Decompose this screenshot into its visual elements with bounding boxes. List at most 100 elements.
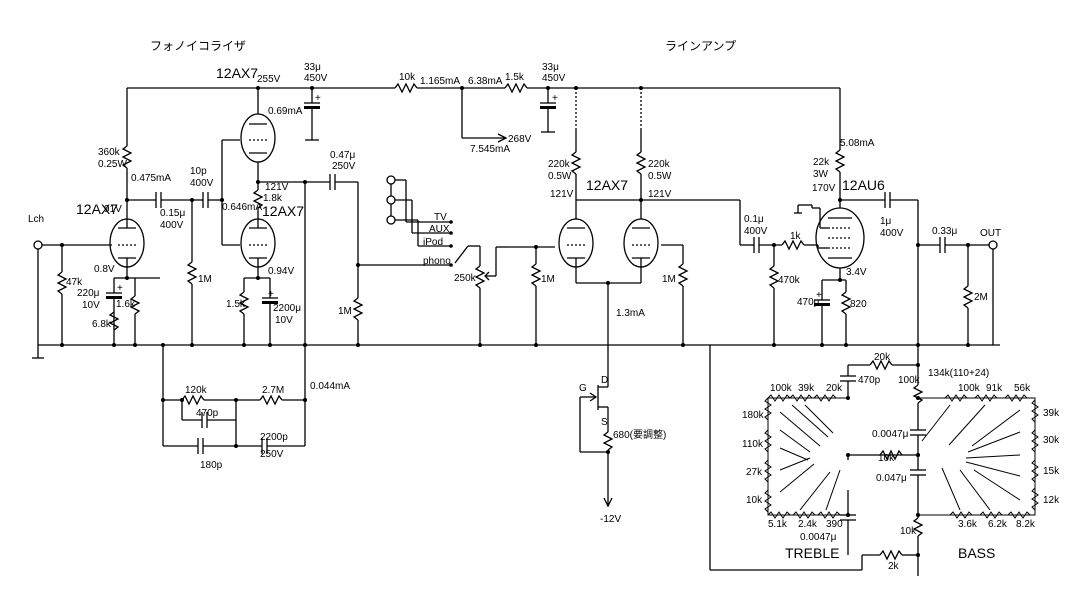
volume-pot[interactable] — [474, 246, 508, 345]
c015u — [127, 192, 192, 208]
tube-v3b — [576, 88, 740, 283]
sel-aux-label[interactable]: AUX — [429, 224, 450, 235]
r1k-label: 1k — [790, 231, 802, 242]
v3-type-label: 12AX7 — [262, 203, 304, 219]
tube-v3a — [558, 88, 594, 283]
lch-label: Lch — [28, 214, 44, 225]
i13-label: 1.3mA — [616, 308, 645, 319]
r470k — [768, 245, 780, 345]
r-1_5k-label: 1.5k — [505, 72, 525, 83]
bass-r6_2k: 6.2k — [988, 519, 1008, 530]
bplus-rail — [127, 82, 840, 143]
c470p-tone-label: 470p — [858, 375, 881, 386]
current-7545-label: 7.545mA — [470, 144, 510, 155]
r1m-4 — [677, 245, 689, 345]
input-selector[interactable] — [358, 175, 481, 267]
treble-r27k: 27k — [746, 467, 763, 478]
i069-label: 0.69mA — [268, 106, 303, 117]
c1u-label: 1μ — [880, 216, 892, 227]
line-amp-title: ラインアンプ — [665, 39, 736, 53]
tube-v2a — [240, 88, 276, 182]
c180p-label: 180p — [200, 460, 223, 471]
treble-switch[interactable] — [764, 394, 850, 519]
treble-r110k: 110k — [742, 439, 764, 450]
r1_5k-label: 1.5k — [226, 299, 246, 310]
c047u-label: 0.47μ — [330, 150, 355, 161]
v1-type-label: 12AX7 — [76, 201, 118, 217]
out-jack — [988, 240, 998, 345]
r470k-label: 470k — [778, 275, 801, 286]
current-638-label: 6.38mA — [468, 76, 503, 87]
r-10k-label: 10k — [399, 72, 416, 83]
v2b-cathode-network — [238, 277, 278, 345]
r1m-2-label: 1M — [338, 306, 352, 317]
c033u — [918, 237, 989, 253]
c10p-label: 10p — [190, 166, 207, 177]
r120k-label: 120k — [185, 385, 208, 396]
cap33u-2-label: 33μ — [542, 62, 559, 73]
bass-r56k: 56k — [1014, 383, 1031, 394]
ground-bus — [32, 344, 1000, 359]
bass-r3_6k: 3.6k — [958, 519, 978, 530]
r1_6k-label: 1.6k — [116, 299, 136, 310]
cap450v-2-label: 450V — [542, 73, 566, 84]
v34-label: 3.4V — [846, 267, 867, 278]
r680-label: 680(要調整) — [613, 428, 666, 441]
w025-label: 0.25W — [98, 159, 127, 170]
c015u-label: 0.15μ — [160, 208, 185, 219]
bass-switch[interactable] — [916, 394, 1039, 519]
c2200p-label: 2200p — [260, 432, 288, 443]
bass-r100k: 100k — [958, 383, 981, 394]
c220u-label: 220μ — [77, 288, 100, 299]
sel-phono-label[interactable]: phono — [423, 256, 451, 267]
phono-eq-title: フォノイコライザ — [150, 39, 246, 53]
r1m-3-label: 1M — [541, 274, 555, 285]
c470u-label: 470μ — [797, 297, 820, 308]
tube-v1 — [109, 218, 145, 278]
bass-title: BASS — [958, 545, 995, 561]
r10k-lower-label: 10k — [900, 526, 917, 537]
bass-r15k: 15k — [1043, 466, 1060, 477]
r1_8k-label: 1.8k — [263, 193, 283, 204]
treble-r20k: 20k — [826, 383, 843, 394]
cap450v-1-label: 450V — [304, 73, 328, 84]
r2m — [962, 245, 974, 345]
v170-label: 170V — [812, 183, 836, 194]
v268-label: 268V — [508, 134, 532, 145]
c033u-label: 0.33μ — [932, 226, 957, 237]
v121-label-2: 121V — [550, 189, 574, 200]
v250-label-2: 250V — [260, 449, 284, 460]
bass-r91k: 91k — [986, 383, 1003, 394]
r1m-1-label: 1M — [198, 274, 212, 285]
v400-label-2: 400V — [190, 178, 214, 189]
v2-type-label: 12AX7 — [216, 65, 258, 81]
c470p-nfb-label: 470p — [196, 408, 219, 419]
plus-3: + — [117, 283, 123, 294]
r220k-1-label: 220k — [548, 159, 571, 170]
sel-tv-label[interactable]: TV — [434, 212, 447, 223]
r100k-tone-label: 100k — [898, 375, 921, 386]
r1m-4-label: 1M — [662, 274, 676, 285]
fet-g-label: G — [579, 383, 587, 394]
w05-2-label: 0.5W — [648, 171, 672, 182]
plus-1: + — [315, 93, 321, 104]
i508-label: 5.08mA — [840, 138, 875, 149]
r820-label: 820 — [850, 299, 867, 310]
junction-dots — [60, 86, 970, 557]
w3-label: 3W — [813, 169, 829, 180]
current-1165-label: 1.165mA — [420, 76, 460, 87]
v4-type-label: 12AX7 — [586, 177, 628, 193]
treble-r5_1k: 5.1k — [768, 519, 788, 530]
treble-r180k: 180k — [742, 410, 765, 421]
v1-cathode-network — [106, 277, 160, 345]
sel-ipod-label[interactable]: iPod — [423, 237, 443, 248]
treble-r10k: 10k — [746, 495, 763, 506]
v5-type-label: 12AU6 — [842, 177, 885, 193]
fet-d-label: D — [601, 375, 608, 386]
v400-label-3: 400V — [744, 226, 768, 237]
r2m-label: 2M — [974, 292, 988, 303]
c10p — [192, 192, 222, 208]
out-label: OUT — [980, 228, 1001, 239]
